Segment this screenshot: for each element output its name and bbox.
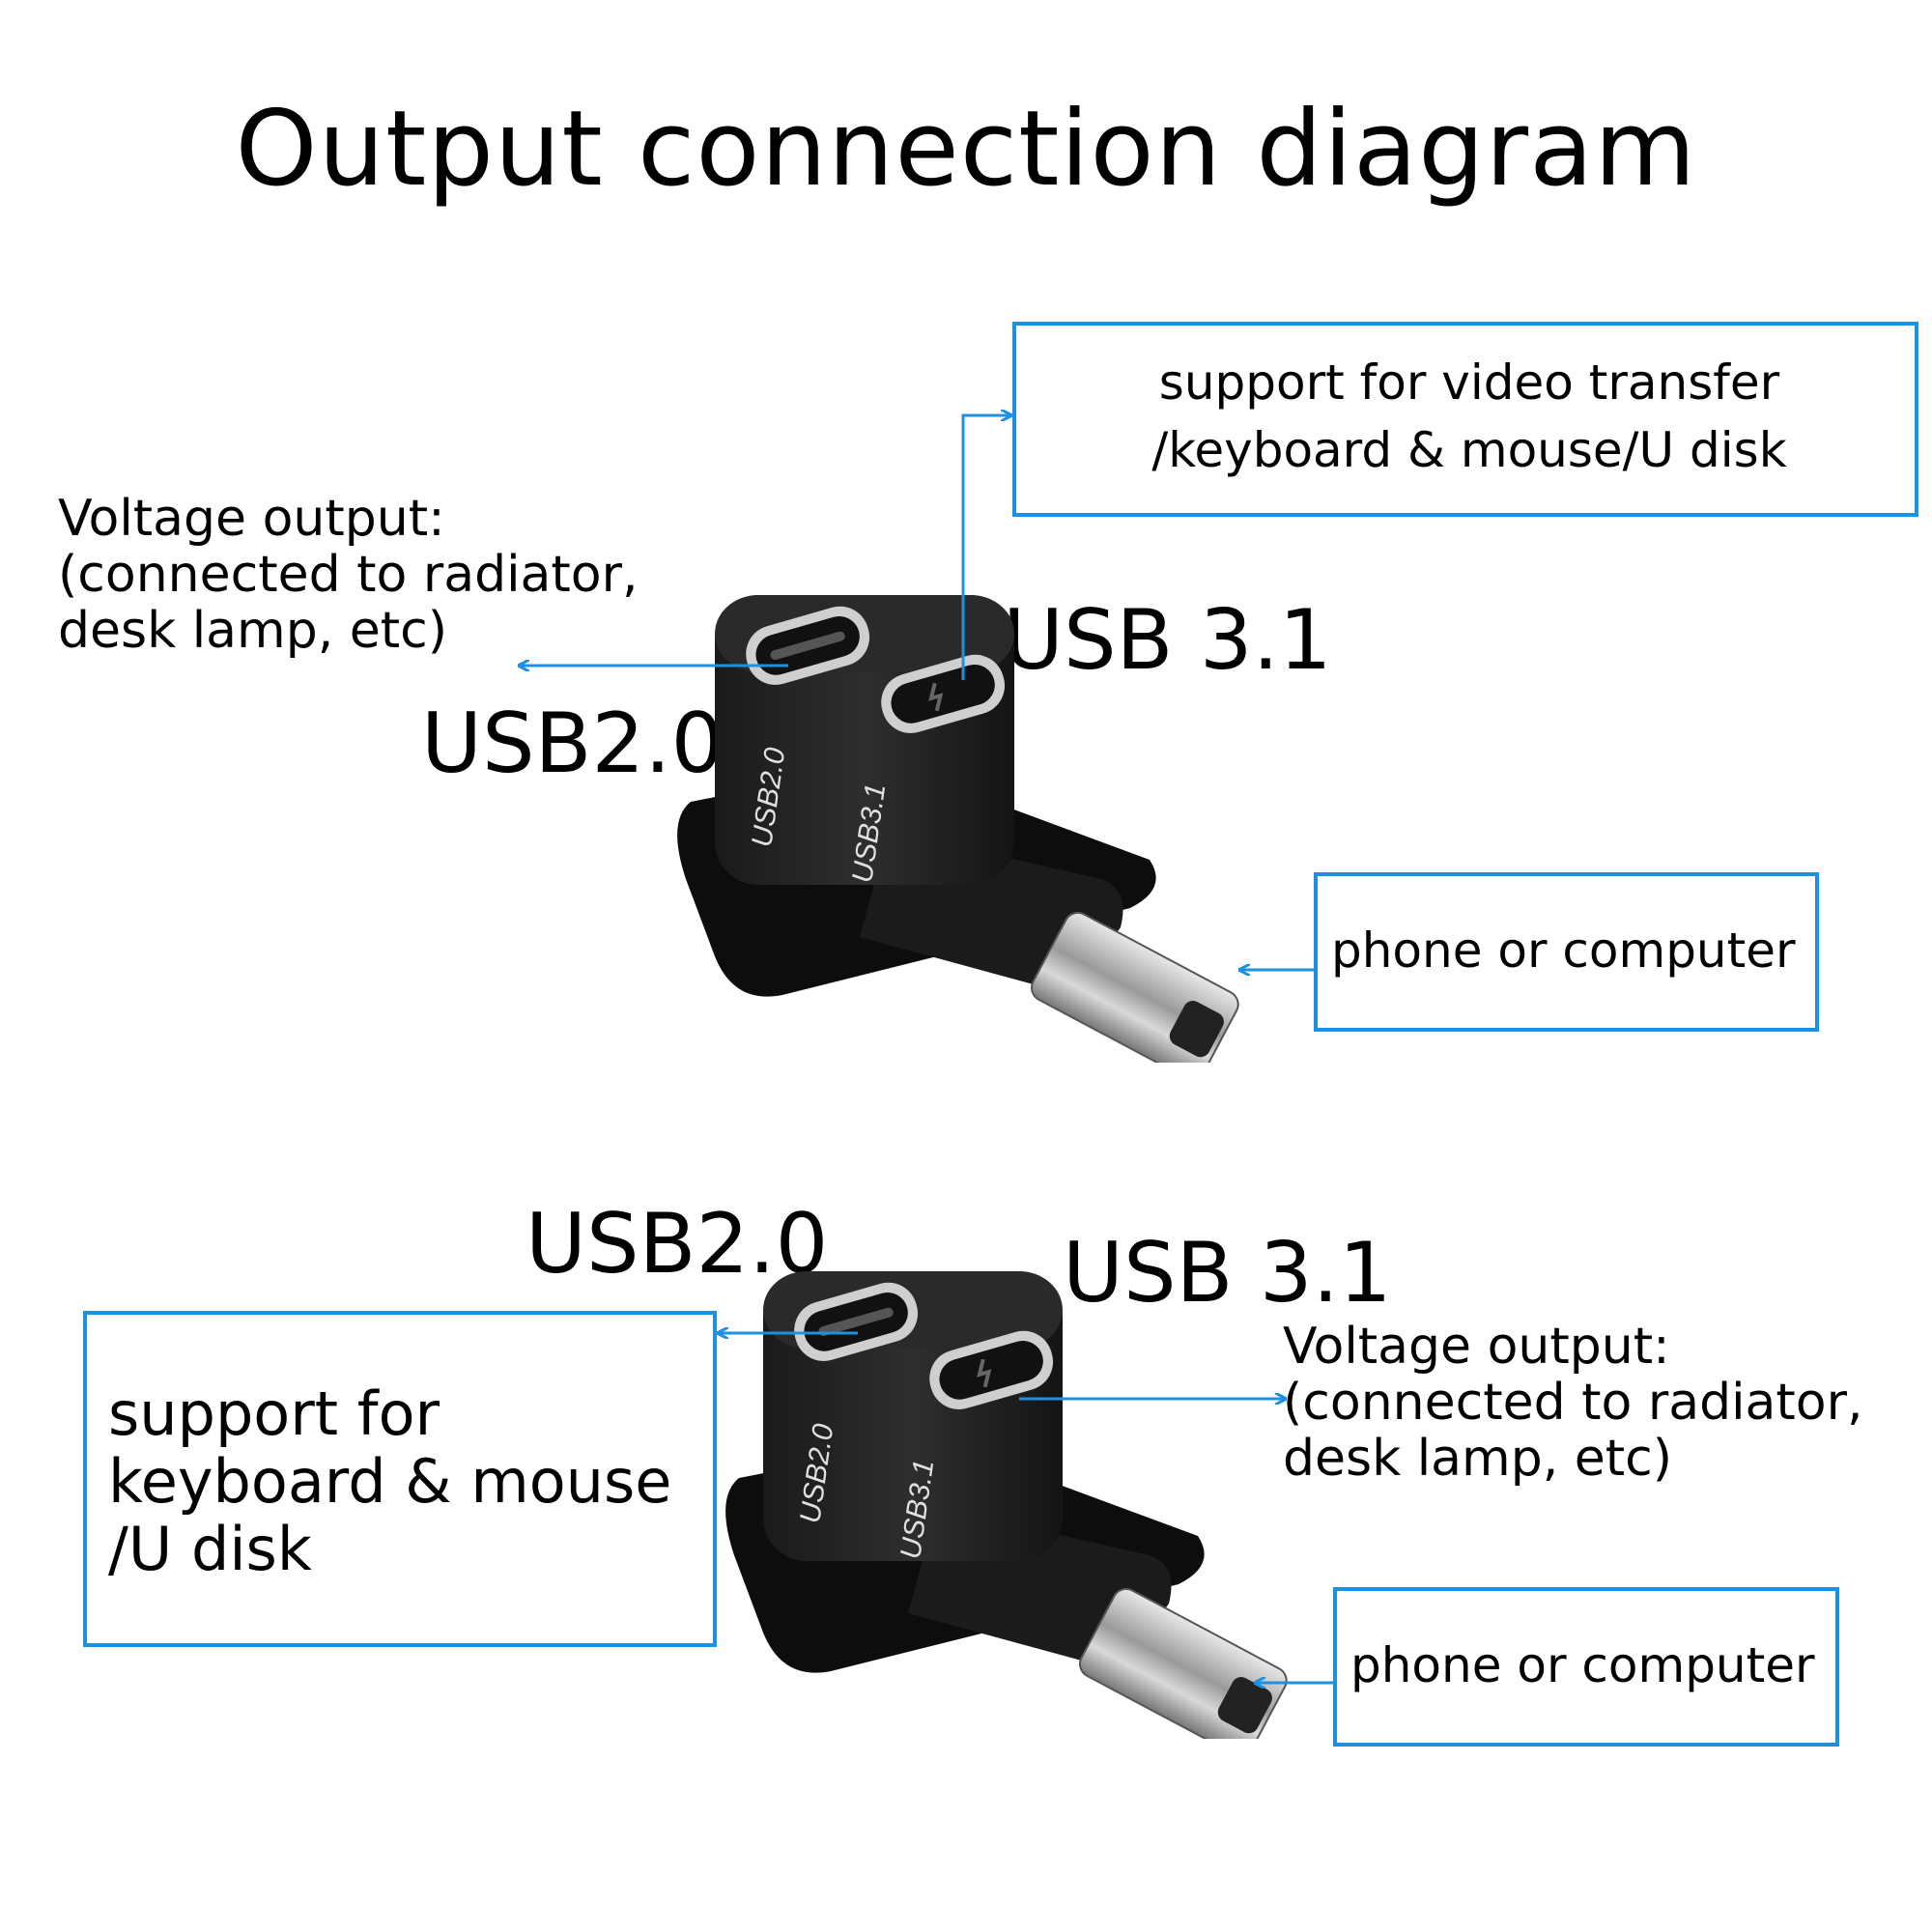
- top-device-callout-box: phone or computer: [1314, 872, 1819, 1032]
- top-usb20-label: USB2.0: [421, 696, 724, 792]
- top-usb31-callout-text: support for video transfer /keyboard & m…: [1151, 355, 1787, 478]
- bottom-device-callout-text: phone or computer: [1350, 1637, 1815, 1693]
- diagram-title: Output connection diagram: [235, 89, 1697, 210]
- top-adapter-image: USB2.0 USB3.1: [677, 595, 1239, 1063]
- bottom-device-callout-box: phone or computer: [1333, 1587, 1839, 1747]
- top-device-callout-text: phone or computer: [1331, 923, 1796, 979]
- bottom-adapter-image: USB2.0 USB3.1: [725, 1271, 1288, 1739]
- bottom-usb20-callout-text: support for keyboard & mouse /U disk: [108, 1378, 672, 1584]
- bottom-usb20-label: USB2.0: [526, 1196, 829, 1293]
- bottom-usb20-callout-box: support for keyboard & mouse /U disk: [83, 1311, 717, 1647]
- top-usb31-label: USB 3.1: [1003, 592, 1332, 689]
- top-usb31-callout-box: support for video transfer /keyboard & m…: [1012, 322, 1918, 517]
- top-voltage-label: Voltage output: (connected to radiator, …: [58, 490, 639, 660]
- bottom-voltage-label: Voltage output: (connected to radiator, …: [1283, 1318, 1863, 1488]
- bottom-usb31-label: USB 3.1: [1063, 1225, 1392, 1321]
